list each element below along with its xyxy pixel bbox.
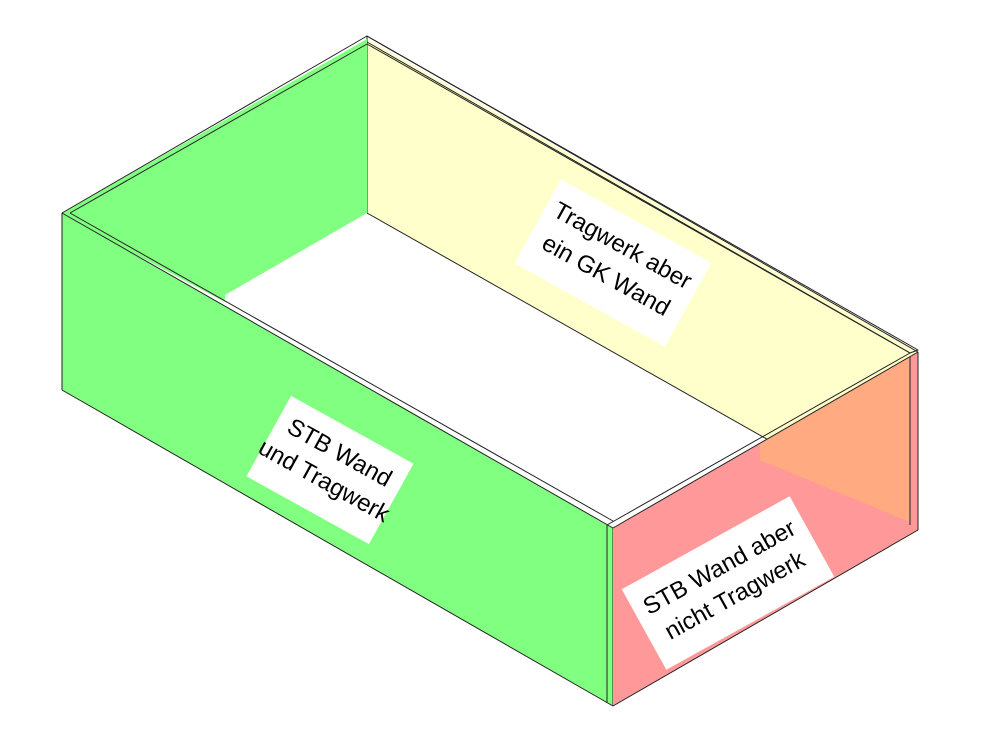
left-wall-top-edge [61,212,614,529]
front-right-wall-top-edge [612,351,919,529]
left-wall-inner-face [62,213,225,302]
back-left-wall-face [62,39,367,295]
label-left-wall-background [246,395,414,545]
back-left-wall [61,35,368,295]
label-back-wall-background [514,179,712,347]
back-wall-edge [366,35,919,353]
left-wall-inner-top-edge [69,212,614,522]
back-left-wall-top-edge [61,35,368,214]
back-left-wall-inner-edge [69,43,368,214]
left-wall-bottom-edge [61,389,614,707]
front-right-wall-bottom-edge [612,529,919,707]
back-wall-inner-edge [366,43,911,354]
overlap-region [760,357,910,522]
label-front-right-wall-background [621,496,835,670]
front-right-wall-inner-edge [606,352,911,526]
label-left-wall: STB Wand und Tragwerk [246,395,414,545]
